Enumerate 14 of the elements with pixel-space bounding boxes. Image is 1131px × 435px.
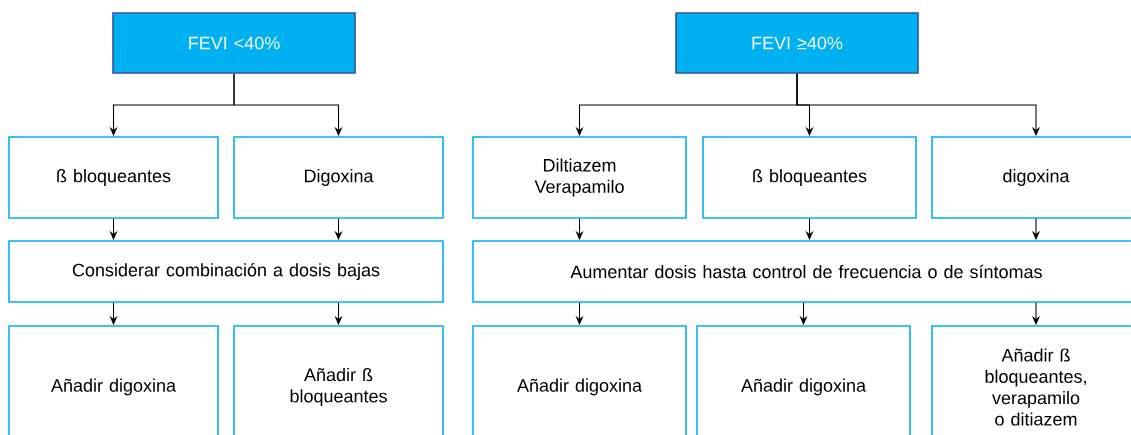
process-box: ß bloqueantes <box>8 136 219 219</box>
header-box: FEVI <40% <box>112 12 356 74</box>
process-box: Considerar combinación a dosis bajas <box>8 240 444 303</box>
process-box: Aumentar dosis hasta control de frecuencia o de síntomas <box>472 240 1131 303</box>
process-box: Diltiazem Verapamilo <box>472 136 687 219</box>
process-box: Añadir digoxina <box>472 325 687 435</box>
process-box: ß bloqueantes <box>702 136 917 219</box>
process-box: digoxina <box>931 136 1131 219</box>
process-box: Añadir digoxina <box>696 325 911 435</box>
process-box: Añadir ß bloqueantes <box>233 325 444 435</box>
process-box: Digoxina <box>233 136 444 219</box>
process-box: Añadir digoxina <box>8 325 219 435</box>
process-box: Añadir ß bloqueantes, verapamilo o ditiazem <box>931 325 1131 435</box>
header-box: FEVI ≥40% <box>675 12 919 74</box>
